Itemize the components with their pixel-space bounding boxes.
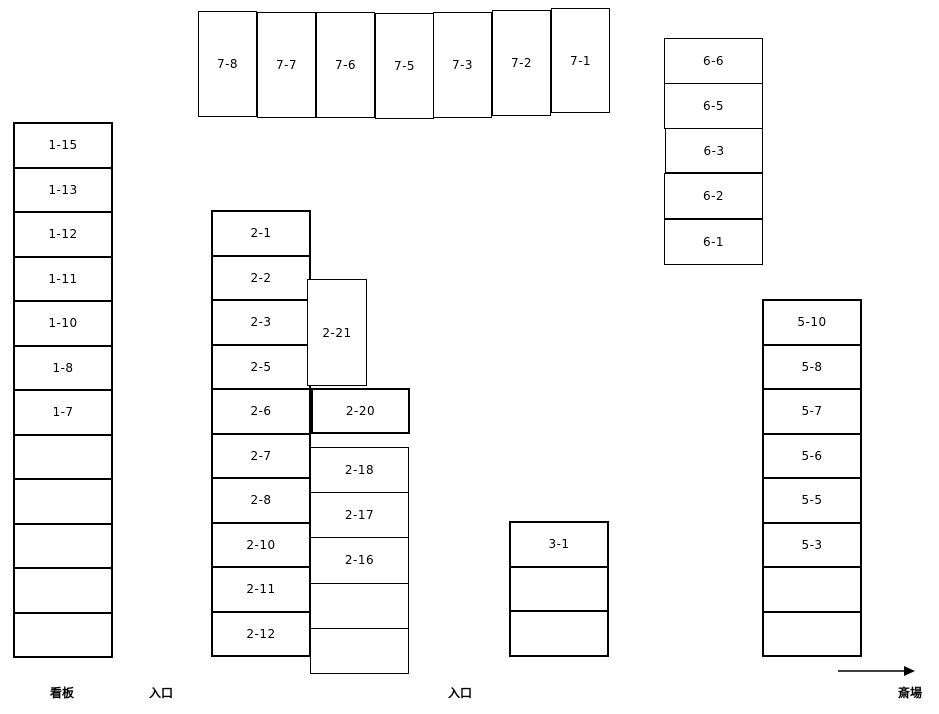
parking-stall: [509, 565, 609, 612]
parking-stall: 6-1: [664, 219, 763, 265]
parking-stall: 2-2: [211, 254, 311, 301]
parking-stall: 5-10: [762, 299, 862, 346]
parking-stall: 7-6: [316, 12, 375, 118]
parking-stall: 7-3: [433, 12, 492, 118]
parking-stall: 2-8: [211, 477, 311, 524]
parking-stall: 2-5: [211, 343, 311, 390]
parking-stall: 2-11: [211, 566, 311, 613]
parking-stall: 2-12: [211, 610, 311, 657]
parking-stall: 2-20: [311, 388, 410, 434]
parking-stall: 1-8: [13, 344, 113, 391]
parking-stall: [509, 610, 609, 657]
parking-stall: [13, 567, 113, 614]
parking-stall: 2-7: [211, 432, 311, 479]
entrance-center-label: 入口: [448, 686, 473, 700]
parking-stall: 2-1: [211, 210, 311, 257]
parking-stall: 5-7: [762, 388, 862, 435]
entrance-left-label: 入口: [149, 686, 174, 700]
parking-stall: 2-10: [211, 521, 311, 568]
parking-stall: 1-7: [13, 389, 113, 436]
parking-stall: 7-5: [375, 13, 434, 119]
parking-stall: 7-7: [257, 12, 316, 118]
direction-arrow-icon: [838, 666, 915, 676]
parking-stall: 2-17: [310, 492, 409, 539]
parking-stall: 2-21: [307, 279, 367, 386]
parking-stall: [762, 610, 862, 657]
parking-stall: 1-10: [13, 300, 113, 347]
parking-stall: 7-1: [551, 8, 610, 113]
parking-stall: [762, 566, 862, 613]
parking-stall: 1-12: [13, 211, 113, 258]
parking-stall: 1-15: [13, 122, 113, 169]
parking-stall: 6-3: [665, 128, 763, 173]
parking-stall: 1-11: [13, 255, 113, 302]
parking-stall: [13, 478, 113, 525]
parking-stall: [13, 522, 113, 569]
parking-stall: 1-13: [13, 166, 113, 213]
parking-stall: 3-1: [509, 521, 609, 568]
parking-stall: 6-5: [664, 83, 763, 129]
parking-stall: 6-2: [664, 173, 763, 219]
sign-label: 看板: [50, 686, 75, 700]
parking-stall: 2-16: [310, 537, 409, 584]
parking-stall: 2-18: [310, 447, 409, 494]
parking-stall: 5-3: [762, 521, 862, 568]
parking-stall: 2-3: [211, 299, 311, 346]
parking-stall: [310, 627, 409, 674]
direction-label: 斎場: [898, 686, 923, 700]
parking-stall: 7-8: [198, 11, 257, 117]
parking-stall: [13, 611, 113, 658]
parking-stall: 5-6: [762, 432, 862, 479]
parking-stall: 7-2: [492, 10, 551, 116]
parking-stall: 5-5: [762, 477, 862, 524]
parking-stall: 6-6: [664, 38, 763, 84]
parking-stall: 2-6: [211, 388, 311, 435]
parking-stall: [310, 582, 409, 629]
parking-stall: [13, 433, 113, 480]
parking-stall: 5-8: [762, 343, 862, 390]
